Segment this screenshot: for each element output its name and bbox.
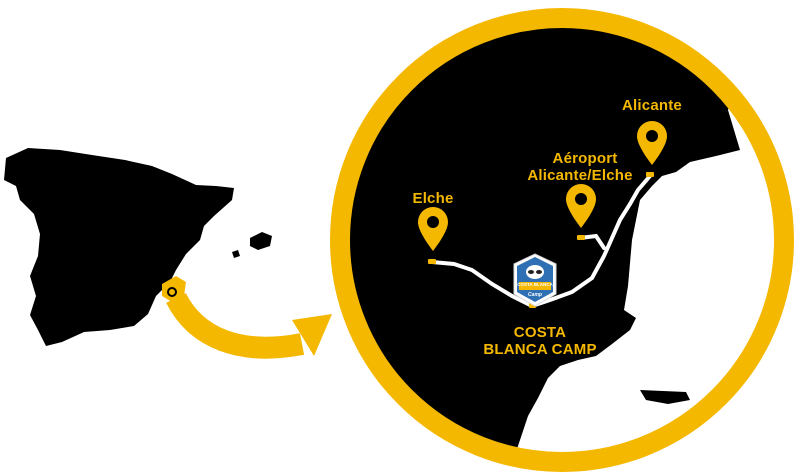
- raccoon-badge-logo: COSTA BLANCA Camp: [513, 253, 557, 307]
- route-elche-to-camp: [430, 260, 534, 308]
- island-fragment: [640, 390, 690, 404]
- alicante-label: Alicante: [622, 97, 682, 114]
- raccoon-face: [526, 265, 544, 279]
- camp-label-line2: BLANCA CAMP: [483, 341, 597, 358]
- spain-silhouette: [4, 148, 234, 346]
- route-airport-spur: [578, 233, 606, 250]
- elche-marker: [428, 259, 436, 264]
- zoom-circle-ring: [330, 8, 794, 472]
- camp-label-line1: COSTA: [513, 324, 567, 341]
- curved-arrow-icon: [166, 292, 305, 359]
- region-location-dot: [167, 287, 177, 297]
- balearic-island-large: [250, 232, 272, 250]
- alicante-pin-icon: [637, 121, 667, 165]
- airport-label-line2: Alicante/Elche: [527, 167, 633, 184]
- route-camp-to-alicante: [530, 174, 652, 308]
- balearic-island-small: [232, 250, 240, 258]
- curved-arrow-head: [292, 314, 332, 356]
- airport-marker: [577, 235, 585, 240]
- elche-pin-icon: [418, 207, 448, 251]
- airport-pin-icon: [566, 184, 596, 228]
- logo-text-line2: Camp: [528, 292, 542, 298]
- alicante-marker: [646, 172, 654, 177]
- airport-label-line1: Aéroport: [552, 150, 618, 167]
- elche-label: Elche: [412, 190, 454, 207]
- logo-text-line1: COSTA BLANCA: [517, 282, 553, 287]
